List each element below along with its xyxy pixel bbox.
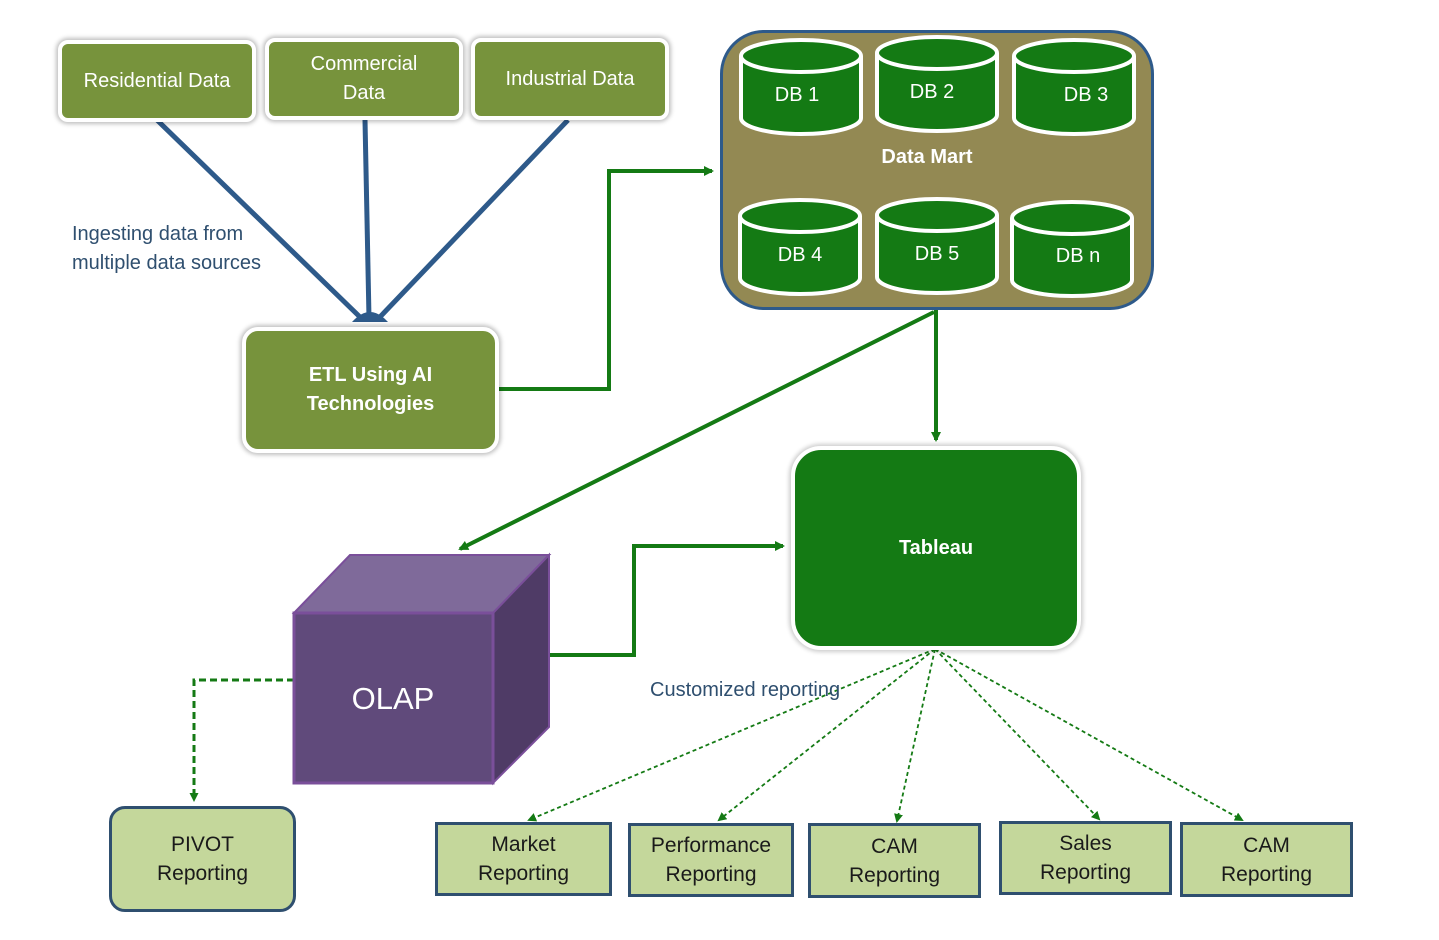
- etl-to-datamart-connector: [497, 166, 714, 391]
- cam-reporting-2-node: CAM Reporting: [1180, 822, 1353, 897]
- olap-to-tableau-connector: [550, 541, 785, 657]
- db-1-cylinder: DB 1: [739, 38, 863, 136]
- cam-reporting-node: CAM Reporting: [808, 823, 981, 898]
- performance-reporting-node: Performance Reporting: [628, 823, 794, 897]
- db-5-cylinder: DB 5: [875, 197, 999, 295]
- tableau-to-cam-connector: [894, 648, 936, 823]
- market-reporting-node: Market Reporting: [435, 822, 612, 896]
- tableau-to-performance-connector: [717, 648, 936, 822]
- tableau-to-market-connector: [527, 648, 936, 822]
- db-1-label: DB 1: [775, 84, 819, 106]
- commercial-to-etl-connector: [362, 119, 372, 319]
- db-3-label: DB 3: [1064, 84, 1108, 106]
- olap-label: OLAP: [352, 681, 435, 716]
- tableau-node: Tableau: [791, 446, 1081, 650]
- commercial-data-node: Commercial Data: [265, 38, 463, 120]
- db-2-label: DB 2: [910, 81, 954, 103]
- residential-to-etl-connector: [155, 118, 363, 320]
- datamart-to-olap-connector: [458, 310, 935, 551]
- db-n-cylinder: DB n: [1010, 200, 1134, 298]
- residential-data-node: Residential Data: [58, 40, 256, 122]
- ingest-note: Ingesting data from multiple data source…: [72, 223, 261, 274]
- db-2-cylinder: DB 2: [875, 35, 999, 133]
- db-5-label: DB 5: [915, 243, 959, 265]
- industrial-data-node: Industrial Data: [471, 38, 669, 120]
- customized-reporting-note: Customized reporting: [650, 679, 841, 701]
- sales-reporting-node: Sales Reporting: [999, 821, 1172, 895]
- data-mart-label: Data Mart: [881, 146, 973, 168]
- tableau-to-sales-connector: [934, 648, 1101, 821]
- db-3-cylinder: DB 3: [1012, 38, 1136, 136]
- olap-to-pivot-connector: [189, 678, 294, 802]
- db-4-cylinder: DB 4: [738, 198, 862, 296]
- db-n-label: DB n: [1056, 245, 1100, 267]
- tableau-to-cam-2-connector: [934, 648, 1244, 821]
- olap-cube-front: [292, 611, 495, 785]
- db-4-label: DB 4: [778, 244, 822, 266]
- industrial-to-etl-connector: [377, 118, 570, 320]
- etl-inbound-arrowhead: [352, 312, 388, 322]
- etl-node: ETL Using AI Technologies: [242, 327, 499, 453]
- pivot-reporting-node: PIVOT Reporting: [109, 806, 296, 912]
